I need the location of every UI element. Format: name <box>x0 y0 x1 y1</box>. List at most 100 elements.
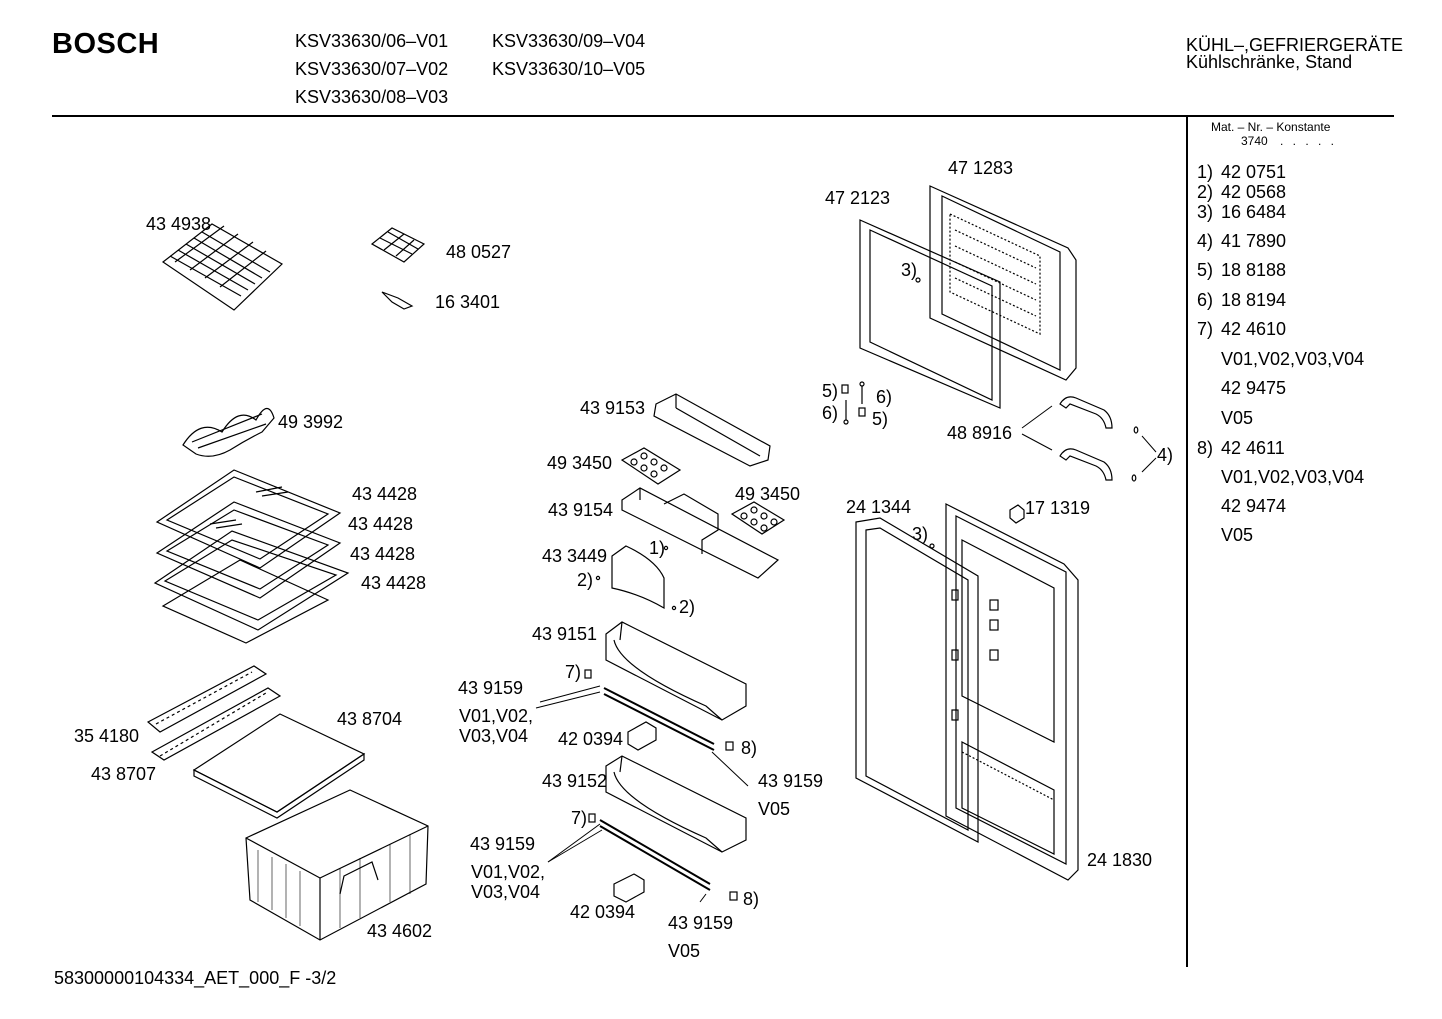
legend-key: 7) <box>1197 319 1214 339</box>
ref-label: 8) <box>743 889 760 909</box>
part-label: 47 1283 <box>948 158 1014 178</box>
ref-label: 4) <box>1157 445 1174 465</box>
variant-label: V01,V02, <box>471 862 546 882</box>
ref-label: 2) <box>577 570 594 590</box>
legend-value: 16 6484 <box>1221 202 1287 222</box>
variant-label: V03,V04 <box>471 882 541 902</box>
part-label: 35 4180 <box>74 726 140 746</box>
glass-shelf-part <box>155 501 342 599</box>
legend-subitem: V05 <box>1221 525 1254 545</box>
ref-label: 8) <box>741 738 758 758</box>
part-label: 16 3401 <box>435 292 501 312</box>
legend-key: 5) <box>1197 260 1214 280</box>
part-label: 48 8916 <box>947 423 1013 443</box>
part-label: 49 3992 <box>278 412 344 432</box>
screw-part <box>671 605 677 611</box>
clip-part <box>725 741 734 751</box>
part-label: 43 9153 <box>580 398 646 418</box>
part-label: 48 0527 <box>446 242 512 262</box>
part-label: 43 9159 <box>668 913 734 933</box>
legend-value: 42 4610 <box>1221 319 1287 339</box>
part-label: 49 3450 <box>547 453 613 473</box>
wire-shelf-part <box>161 223 283 311</box>
screw-part <box>595 575 601 581</box>
legend-item: 6) 18 8194 <box>1197 290 1286 311</box>
part-label: 17 1319 <box>1025 498 1091 518</box>
part-label: 24 1830 <box>1087 850 1153 870</box>
variant-label: V05 <box>668 941 701 961</box>
material-constant: 3740 <box>1241 134 1268 148</box>
ref-label: 7) <box>565 662 582 682</box>
legend-item: 2)42 0568 <box>1197 182 1286 203</box>
legend-value: 42 4611 <box>1221 438 1285 458</box>
leader-lines <box>535 685 749 903</box>
model-number: KSV33630/07–V02 <box>295 59 449 79</box>
part-label: 43 4428 <box>348 514 414 534</box>
variant-label: V03,V04 <box>459 726 529 746</box>
part-label: 43 9152 <box>542 771 608 791</box>
legend-value: 18 8194 <box>1221 290 1287 310</box>
legend-subitem: V01,V02,V03,V04 <box>1221 349 1365 369</box>
screw-part <box>663 545 669 551</box>
document-id: 58300000104334_AET_000_F -3/2 <box>54 968 337 988</box>
part-label: 43 4428 <box>350 544 416 564</box>
ref-label: 3) <box>912 524 929 544</box>
variant-label: V01,V02, <box>459 706 534 726</box>
model-number: KSV33630/09–V04 <box>492 31 646 51</box>
legend-item: 7) 42 4610 <box>1197 319 1286 340</box>
part-label: 43 4428 <box>361 573 427 593</box>
glass-shelf-part <box>153 530 350 631</box>
part-label: 43 8707 <box>91 764 157 784</box>
legend-subitem: 42 9474 <box>1221 496 1287 516</box>
glass-shelf-part <box>161 559 330 644</box>
part-label: 42 0394 <box>558 729 624 749</box>
part-label: 47 2123 <box>825 188 891 208</box>
part-label: 42 0394 <box>570 902 636 922</box>
screw-part <box>915 277 921 283</box>
part-label: 43 9159 <box>758 771 824 791</box>
ref-label: 6) <box>822 403 839 423</box>
legend-subitem: 42 9475 <box>1221 378 1287 398</box>
part-label: 43 9159 <box>458 678 524 698</box>
door-shelf-part <box>621 487 780 579</box>
legend-value: 18 8188 <box>1221 260 1287 280</box>
ice-tray-part <box>370 227 426 263</box>
header-divider <box>52 115 1394 117</box>
cover-strip-part <box>146 665 282 761</box>
scraper-part <box>381 291 414 310</box>
part-label: 43 4428 <box>352 484 418 504</box>
part-label: 43 3449 <box>542 546 608 566</box>
ref-label: 5) <box>822 381 839 401</box>
clip-part <box>588 813 596 823</box>
part-label: 43 8704 <box>337 709 403 729</box>
screw-part <box>929 543 935 549</box>
freezer-door-part <box>929 185 1077 381</box>
door-shelf-part <box>653 393 771 467</box>
legend-item: 3)16 6484 <box>1197 202 1286 223</box>
door-shelf-part <box>605 755 747 853</box>
category-subtitle: Kühlschränke, Stand <box>1186 52 1353 72</box>
legend-value: 41 7890 <box>1221 231 1287 251</box>
legend-item: 1)42 0751 <box>1197 162 1286 183</box>
legend-subitem: V05 <box>1221 408 1254 428</box>
bottle-rack-part <box>182 407 275 457</box>
fridge-door-part <box>945 503 1079 881</box>
clip-part <box>613 721 657 903</box>
legend-key: 6) <box>1197 290 1214 310</box>
legend-item: 8)42 4611 <box>1197 438 1285 459</box>
brand-logo: BOSCH <box>52 28 160 60</box>
category-title: KÜHL–,GEFRIERGERÄTE <box>1186 35 1404 55</box>
ref-label: 3) <box>901 260 918 280</box>
part-label: 43 4602 <box>367 921 433 941</box>
legend-value: 42 0568 <box>1221 182 1287 202</box>
part-label: 43 4938 <box>146 214 212 234</box>
crisper-drawer-part <box>245 789 429 941</box>
ref-label: 6) <box>876 387 893 407</box>
egg-holder-part <box>730 501 786 535</box>
flap-part <box>611 545 665 610</box>
clip-part <box>584 669 592 679</box>
part-label: 49 3450 <box>735 484 801 504</box>
hinge-bushing-part <box>841 381 866 425</box>
model-number: KSV33630/06–V01 <box>295 31 449 51</box>
